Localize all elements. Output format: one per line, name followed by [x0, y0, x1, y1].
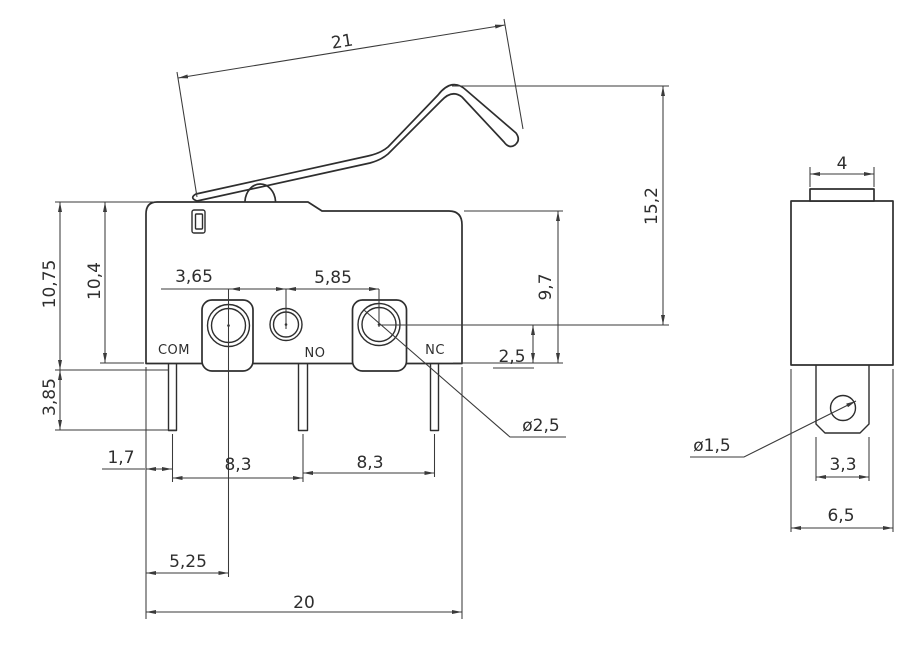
leader-line-dia15 — [690, 400, 857, 458]
side-body — [790, 200, 894, 366]
ext-line-21-right — [503, 18, 524, 130]
dim-body-height-right: 9,7 — [536, 273, 556, 300]
dim-no-to-nc: 5,85 — [314, 268, 352, 288]
terminal-pin-no — [297, 364, 309, 432]
dim-body-width: 20 — [293, 593, 315, 613]
ext-line-21-left — [176, 71, 198, 198]
dim-line-21 — [177, 24, 506, 79]
dim-pin-pitch-right: 8,3 — [356, 453, 383, 473]
label-nc: NC — [425, 343, 445, 358]
body-slot-inner — [194, 213, 204, 230]
dim-body-depth: 6,5 — [827, 506, 854, 526]
dim-total-height-left: 10,75 — [40, 260, 60, 309]
terminal-pin-nc — [429, 364, 440, 432]
label-com: COM — [158, 343, 190, 358]
side-view-dimensions: 4 ø1,5 3,3 6,5 — [690, 154, 894, 532]
terminal-labels: COM NO NC — [158, 343, 445, 361]
dim-overall-height: 15,2 — [642, 187, 662, 225]
dim-com-to-no: 3,65 — [175, 267, 213, 287]
front-view — [145, 201, 463, 432]
leader-line-dia25 — [363, 309, 566, 438]
lever-arm — [191, 83, 520, 202]
label-no: NO — [305, 346, 326, 361]
side-terminal-hole — [829, 394, 857, 422]
body-slot-outer — [191, 209, 206, 234]
dim-terminal-hole-dia: ø1,5 — [693, 436, 730, 456]
terminal-pin-com — [167, 364, 178, 432]
front-view-dimensions: 21 15,2 9,7 2,5 ø2,5 3,65 5,85 10,75 — [40, 18, 669, 619]
side-actuator-button — [809, 188, 875, 202]
actuator-button-arc — [244, 183, 277, 202]
side-terminal-tab — [815, 365, 870, 434]
dim-mount-hole-dia: ø2,5 — [522, 416, 559, 436]
dim-body-height-left: 10,4 — [85, 262, 105, 300]
dim-nc-hole-to-bottom: 2,5 — [498, 347, 525, 367]
dim-edge-to-pin1: 1,7 — [107, 448, 134, 468]
dim-edge-to-com-hole: 5,25 — [169, 552, 207, 572]
dim-terminal-width: 3,3 — [829, 455, 856, 475]
dim-pin-pitch-left: 8,3 — [224, 455, 251, 475]
dim-pin-length: 3,85 — [40, 378, 60, 416]
com-hole-boss — [201, 299, 254, 372]
side-view: 4 ø1,5 3,3 6,5 — [690, 154, 894, 532]
lever-arm-group — [191, 83, 520, 202]
dim-button-width: 4 — [837, 154, 848, 174]
dim-lever-length: 21 — [330, 30, 355, 53]
